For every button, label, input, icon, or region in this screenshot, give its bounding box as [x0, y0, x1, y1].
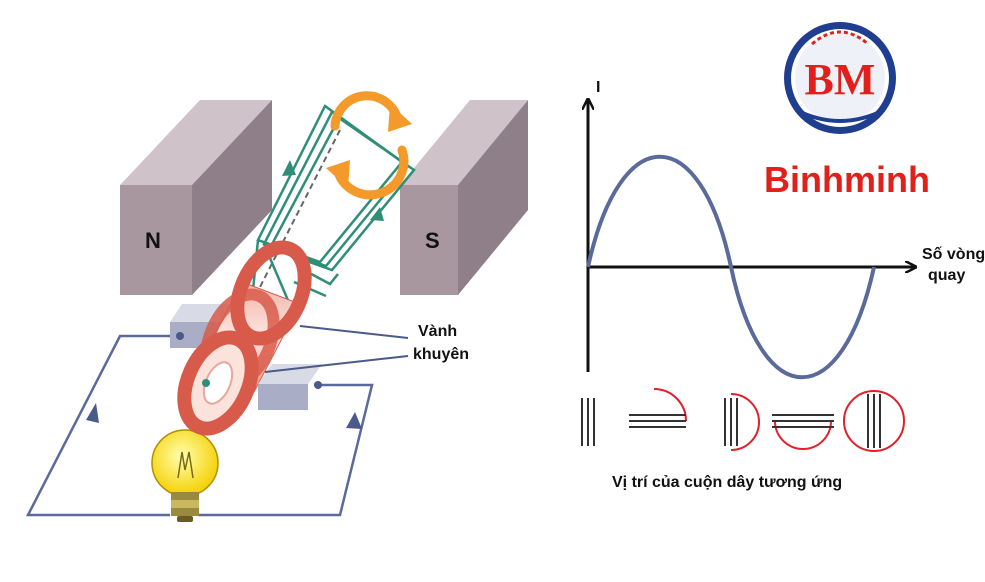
- brand-logo-text: BM: [805, 55, 876, 104]
- slip-ring-label-line1: Vành: [418, 323, 457, 340]
- slip-ring-leader-lines: [264, 325, 409, 373]
- light-bulb-icon: [151, 429, 219, 522]
- brand-name: Binhminh: [764, 159, 930, 200]
- graph-y-axis-label: I: [596, 79, 600, 96]
- magnet-north-label: N: [145, 228, 161, 253]
- magnet-south: [400, 100, 528, 295]
- coil-positions-caption: Vị trí của cuộn dây tương ứng: [612, 474, 842, 491]
- coil-position-1-icon: [581, 398, 595, 446]
- circuit-wire: [25, 334, 374, 517]
- graph-axes: [588, 100, 915, 372]
- rotation-arrowhead-1: [388, 104, 412, 132]
- coil-position-5-icon: [843, 390, 905, 452]
- sine-curve: [586, 154, 876, 380]
- wire-arrow-left: [86, 403, 99, 423]
- sun-rays-icon: [811, 30, 869, 46]
- coil-arrow-down: [370, 207, 384, 221]
- magnet-south-label: S: [425, 228, 440, 253]
- magnet-north: [120, 100, 272, 295]
- brand-logo: BM: [784, 22, 896, 134]
- coil-position-3-icon: [724, 393, 760, 451]
- rotation-arrowhead-2: [326, 160, 350, 188]
- coil-position-2-icon: [629, 388, 687, 428]
- brush-right: [258, 364, 322, 410]
- graph-x-axis-label-line2: quay: [928, 267, 965, 284]
- coil-arrow-up: [282, 160, 296, 176]
- armature-coil: [250, 104, 416, 306]
- slip-rings: [177, 240, 312, 436]
- wire-arrow-right: [346, 412, 362, 429]
- slip-ring-label-line2: khuyên: [413, 346, 469, 363]
- coil-position-icons: [581, 388, 905, 452]
- coil-position-4-icon: [772, 414, 834, 450]
- graph-x-axis-label-line1: Số vòng: [922, 246, 985, 263]
